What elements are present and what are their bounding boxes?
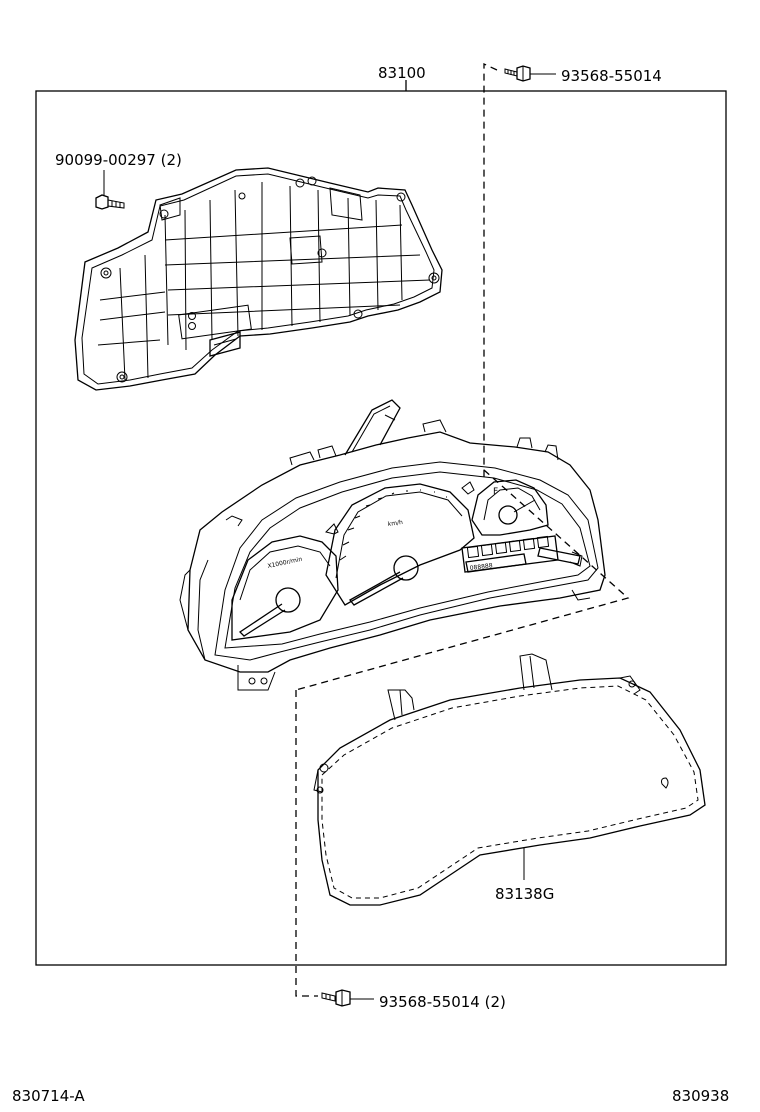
rear-case-bracket [74, 167, 443, 391]
tach-unit-text: X1000r/min [267, 556, 303, 570]
part-label-93568-55014-top[interactable]: 93568-55014 [561, 67, 662, 85]
screw-93568-55014-bottom-icon [321, 989, 374, 1007]
odometer-text: 088888 [469, 562, 493, 572]
assembly-frame [35, 90, 727, 966]
speed-unit-text: km/h [387, 519, 403, 528]
fastening-dashed-line-bottom [295, 690, 318, 997]
part-label-83100[interactable]: 83100 [378, 64, 426, 82]
screw-90099-00297-icon [95, 170, 125, 210]
meter-glass-83138g [313, 653, 706, 906]
diagram-code-left: 830714-A [12, 1087, 85, 1105]
meter-cluster: X1000r/min km/h F 088888 [179, 399, 606, 691]
part-label-90099-00297[interactable]: 90099-00297 (2) [55, 151, 182, 169]
fuel-f-text: F [493, 487, 498, 497]
fastening-dashed-line-top [483, 62, 498, 478]
screw-93568-55014-top-icon [504, 65, 556, 82]
diagram-code-right: 830938 [672, 1087, 729, 1105]
part-label-83138g[interactable]: 83138G [495, 885, 554, 903]
fastening-dashed-line-middle [295, 469, 630, 691]
part-label-93568-55014-bottom[interactable]: 93568-55014 (2) [379, 993, 506, 1011]
